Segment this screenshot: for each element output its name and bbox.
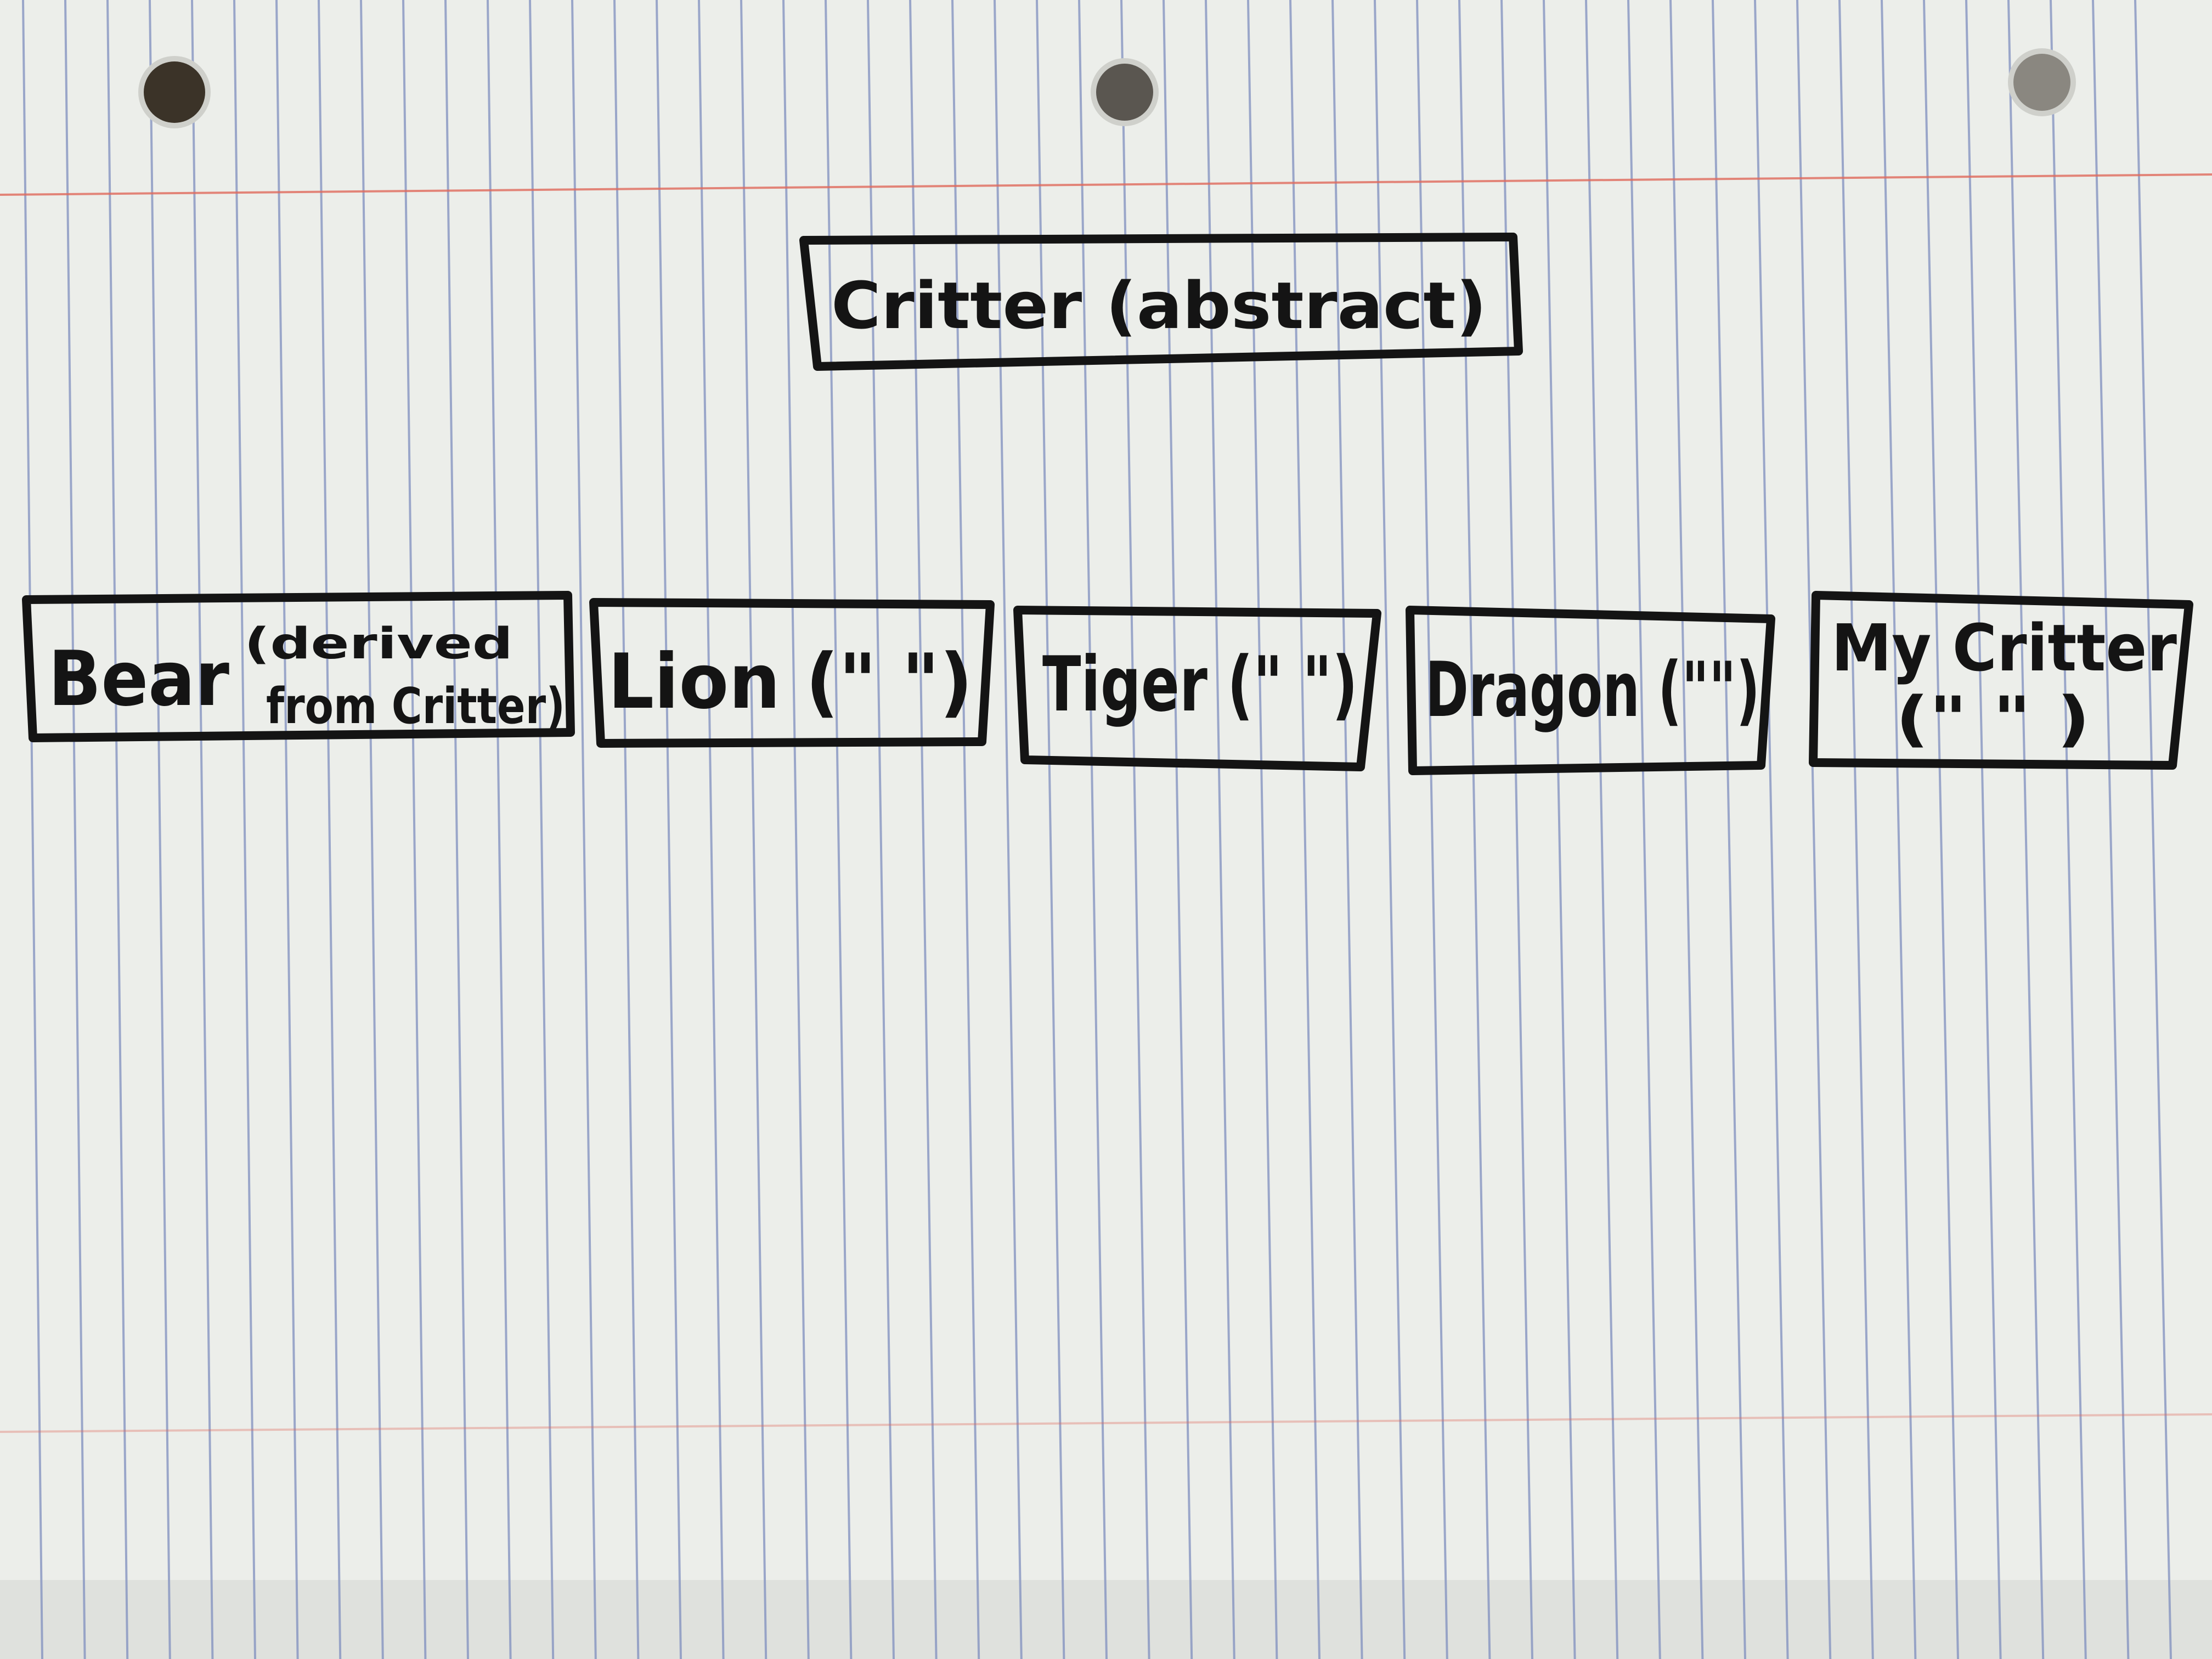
ruled-line [149, 0, 171, 1659]
binder-hole-left [138, 56, 211, 128]
ruled-line [22, 0, 43, 1659]
dragon-box [1406, 606, 1775, 775]
child-node-bear: Bear (derived from Critter) [22, 591, 575, 742]
ruled-line [1331, 0, 1363, 1659]
ruled-line [64, 0, 86, 1659]
ruled-line [1923, 0, 1959, 1659]
ruled-line [1669, 0, 1704, 1659]
ruled-line [1838, 0, 1874, 1659]
ruled-line [275, 0, 299, 1659]
child-node-dragon: Dragon ("") [1406, 606, 1775, 775]
ruled-line [1289, 0, 1321, 1659]
ruled-line [698, 0, 725, 1659]
root-label: Critter (abstract) [831, 268, 1487, 343]
ruled-line [782, 0, 810, 1659]
ruled-line [740, 0, 768, 1659]
ruled-line [487, 0, 512, 1659]
ruled-line [1585, 0, 1619, 1659]
ruled-line [318, 0, 342, 1659]
lion-box [589, 598, 995, 748]
root-box [799, 233, 1523, 371]
ruled-line [1247, 0, 1278, 1659]
ruled-line [909, 0, 938, 1659]
ruled-line [2007, 0, 2045, 1659]
ruled-line [2050, 0, 2087, 1659]
root-node: Critter (abstract) [799, 233, 1523, 371]
ruled-lines [22, 0, 2172, 1659]
ruled-line [571, 0, 597, 1659]
ruled-line [1374, 0, 1406, 1659]
ruled-line [1754, 0, 1789, 1659]
binder-hole-middle [1091, 58, 1159, 126]
ruled-line [360, 0, 384, 1659]
tiger-box [1013, 606, 1381, 771]
ruled-line [1712, 0, 1746, 1659]
child-node-lion: Lion (" ") [589, 598, 995, 748]
ruled-line [1627, 0, 1661, 1659]
ruled-line [1458, 0, 1491, 1659]
my-critter-note: (" " ) [1895, 684, 2090, 754]
ruled-line [1036, 0, 1065, 1659]
ruled-line [994, 0, 1023, 1659]
ruled-line [1163, 0, 1193, 1659]
lion-label: Lion (" ") [608, 637, 973, 726]
ruled-line [402, 0, 427, 1659]
ruled-line [106, 0, 129, 1659]
ruled-line [444, 0, 469, 1659]
bear-box [22, 591, 575, 742]
ruled-line [1965, 0, 2002, 1659]
bear-note-line1: (derived [244, 619, 513, 669]
bottom-margin-line [0, 1413, 2212, 1433]
child-node-tiger: Tiger (" ") [1013, 606, 1381, 771]
ruled-line [1416, 0, 1448, 1659]
ruled-line [825, 0, 853, 1659]
ruled-line [2134, 0, 2172, 1659]
ruled-line [1078, 0, 1108, 1659]
ruled-line [529, 0, 555, 1659]
bear-note-line2: from Critter) [266, 678, 565, 735]
child-node-my-critter: My Critter (" " ) [1809, 591, 2193, 770]
ruled-line [1500, 0, 1533, 1659]
tiger-label: Tiger (" ") [1042, 640, 1358, 729]
ruled-line [656, 0, 682, 1659]
ruled-line [1120, 0, 1150, 1659]
ruled-line [867, 0, 895, 1659]
ruled-line [1796, 0, 1832, 1659]
ruled-line [1205, 0, 1235, 1659]
ruled-line [613, 0, 640, 1659]
dragon-label: Dragon ("") [1425, 646, 1760, 734]
ruled-line [2092, 0, 2130, 1659]
ruled-line [951, 0, 980, 1659]
bear-label: Bear [48, 635, 229, 723]
ruled-line [1543, 0, 1576, 1659]
top-margin-line [0, 173, 2212, 196]
ruled-line [1881, 0, 1917, 1659]
my-critter-box [1809, 591, 2193, 770]
ruled-line [191, 0, 214, 1659]
ruled-line [233, 0, 256, 1659]
my-critter-label: My Critter [1831, 610, 2177, 686]
binder-hole-right [2008, 48, 2076, 116]
